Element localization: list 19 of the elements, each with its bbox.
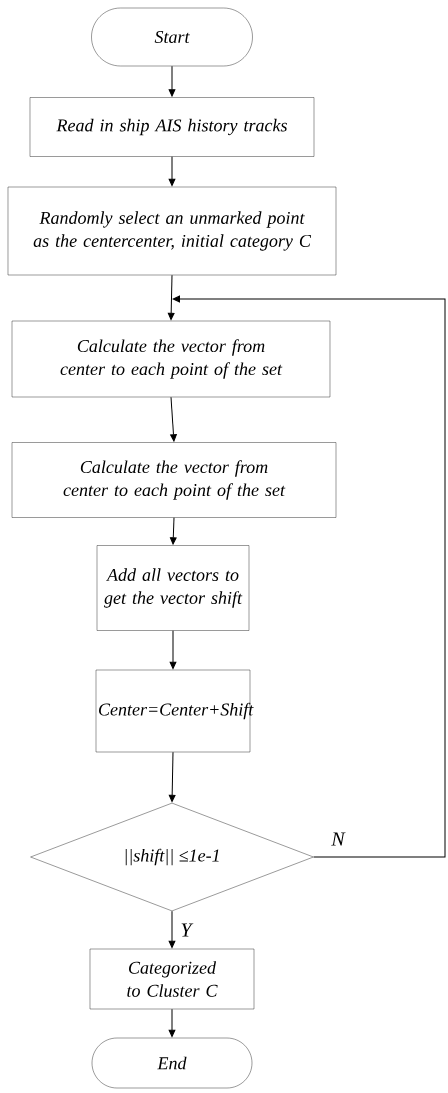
process-box: Categorized to Cluster C xyxy=(89,948,255,1010)
arrow xyxy=(168,1008,176,1038)
arrow xyxy=(169,517,177,545)
process-box: Calculate the vector from center to each point of the set xyxy=(11,320,331,398)
process-box: Read in ship AIS history tracks xyxy=(29,97,315,157)
arrow xyxy=(169,630,177,670)
process-box: Center=Center+Shift xyxy=(95,669,254,753)
arrow xyxy=(172,295,446,858)
arrow xyxy=(168,910,176,949)
arrow xyxy=(168,751,176,803)
edge-label: Y xyxy=(179,922,194,938)
arrow xyxy=(170,396,177,442)
arrow xyxy=(168,156,176,187)
arrow xyxy=(167,274,175,321)
arrow xyxy=(168,65,176,97)
edge-label: N xyxy=(330,831,346,847)
process-box: Calculate the vector from center to each point of the set xyxy=(11,442,337,518)
process-box: Randomly select an unmarked point as the centercenter, initial category C xyxy=(7,186,337,276)
process-box: Add all vectors to get the vector shift xyxy=(96,545,250,631)
